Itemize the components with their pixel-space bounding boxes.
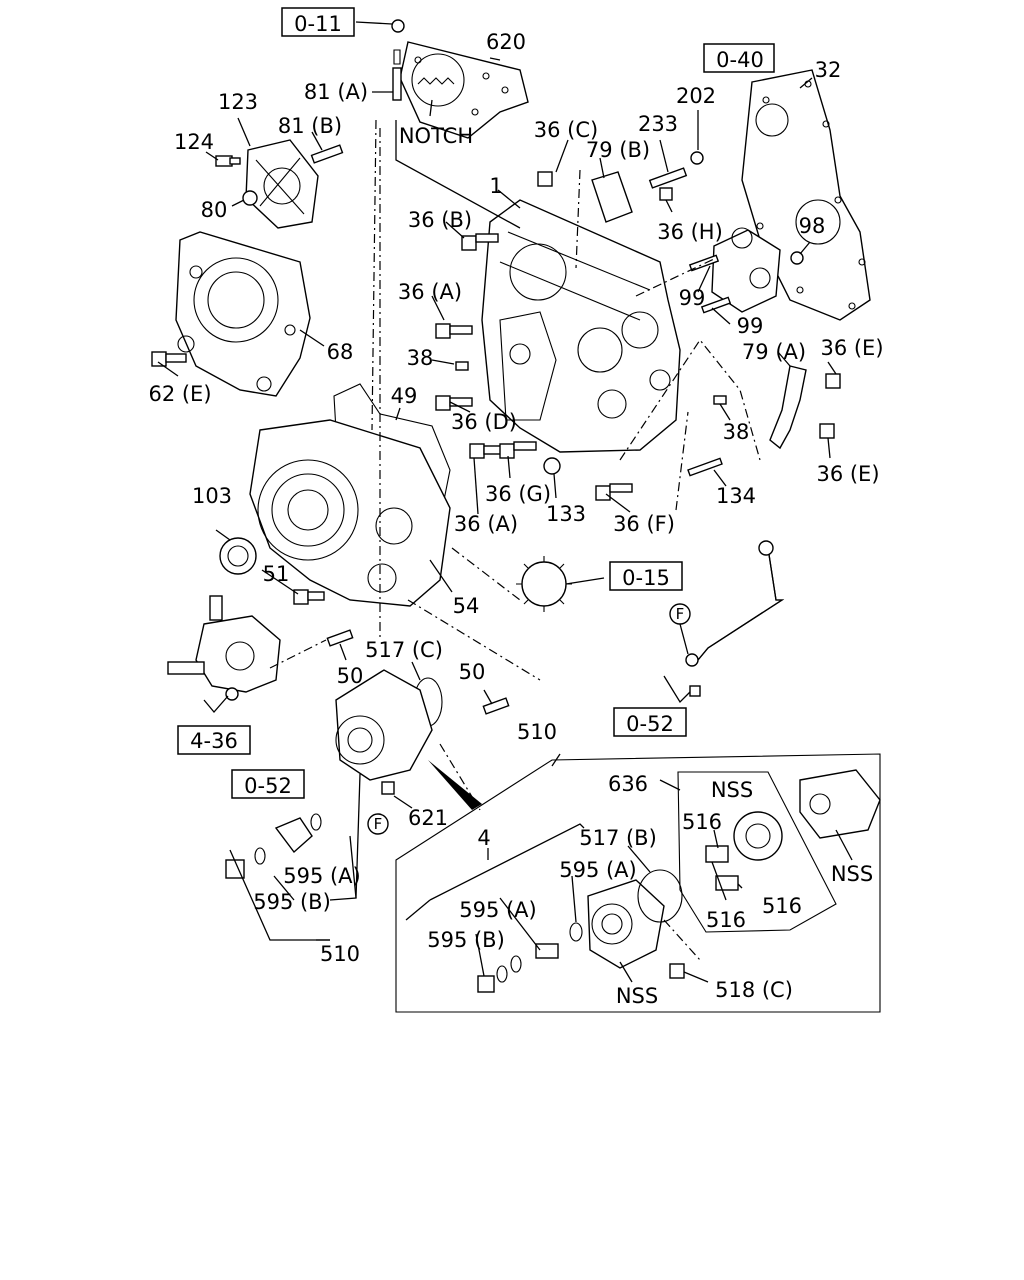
callout-p595b2: 595 (B) <box>427 928 505 952</box>
callout-p49: 49 <box>391 384 418 408</box>
cover-123-drawing <box>245 139 319 229</box>
callout-p124: 124 <box>174 130 214 154</box>
callout-ref-0-40: 0-40 <box>716 48 764 72</box>
callout-p595a2: 595 (A) <box>283 864 361 888</box>
callout-notch: NOTCH <box>399 124 473 148</box>
callout-box-ref-0-15 <box>609 561 683 591</box>
callout-p516c: 516 <box>706 908 746 932</box>
rotor-drawing <box>733 811 783 861</box>
callout-ref-0-52-a: 0-52 <box>244 774 292 798</box>
callout-p36g: 36 (G) <box>485 482 551 506</box>
timing-case-1-drawing <box>481 199 681 453</box>
callout-box-ref-0-11 <box>281 7 355 37</box>
callout-p36e1: 36 (E) <box>820 336 883 360</box>
callout-p123: 123 <box>218 90 258 114</box>
callout-p36b: 36 (B) <box>408 208 472 232</box>
callout-p233: 233 <box>638 112 678 136</box>
callout-p50b: 50 <box>459 660 486 684</box>
callout-p517c: 517 (C) <box>365 638 443 662</box>
callout-p510b: 510 <box>320 942 360 966</box>
callout-p68: 68 <box>327 340 354 364</box>
callout-ref-4-36: 4-36 <box>190 729 238 753</box>
callout-pF1: F <box>676 605 685 623</box>
leader-lines <box>157 21 853 983</box>
power-steering-pump-drawing <box>167 595 281 693</box>
callout-p4: 4 <box>477 826 490 850</box>
callout-pF2: F <box>374 815 383 833</box>
callout-p38b: 38 <box>723 420 750 444</box>
callout-p98: 98 <box>799 214 826 238</box>
callout-p36a2: 36 (A) <box>454 512 518 536</box>
gear-drawing <box>516 556 572 612</box>
assembly-box-636 <box>677 771 837 933</box>
callout-circle-pF1 <box>669 603 691 625</box>
housing-68-drawing <box>175 231 311 397</box>
callout-p62e: 62 (E) <box>148 382 211 406</box>
callout-ref-0-11: 0-11 <box>294 12 342 36</box>
callout-p99a: 99 <box>679 286 706 310</box>
callout-p36a1: 36 (A) <box>398 280 462 304</box>
callout-box-ref-4-36 <box>177 725 251 755</box>
callout-p133: 133 <box>546 502 586 526</box>
callout-p134: 134 <box>716 484 756 508</box>
callout-p1: 1 <box>489 174 502 198</box>
gasket-620-drawing <box>399 41 529 139</box>
callout-ref-0-15: 0-15 <box>622 566 670 590</box>
callout-ref-0-52-b: 0-52 <box>626 712 674 736</box>
callout-p79a: 79 (A) <box>742 340 806 364</box>
callout-p518c: 518 (C) <box>715 978 793 1002</box>
callout-pNSS3: NSS <box>616 984 658 1008</box>
callout-p595a1: 595 (A) <box>559 858 637 882</box>
callout-p516b: 516 <box>762 894 802 918</box>
callout-p36d: 36 (D) <box>451 410 517 434</box>
alignment-lines <box>269 119 761 961</box>
assembly-box-510 <box>395 753 881 1013</box>
vacuum-pump-drawing <box>335 669 433 781</box>
callout-pNSS1: NSS <box>711 778 753 802</box>
callout-p99b: 99 <box>737 314 764 338</box>
callout-circle-pF2 <box>367 813 389 835</box>
callout-p636: 636 <box>608 772 648 796</box>
callout-p621: 621 <box>408 806 448 830</box>
callout-p36e2: 36 (E) <box>816 462 879 486</box>
callout-p32: 32 <box>815 58 842 82</box>
callout-box-ref-0-40 <box>703 43 775 73</box>
callout-p516a: 516 <box>682 810 722 834</box>
callout-p595a3: 595 (A) <box>459 898 537 922</box>
stud-81a-drawing <box>392 67 402 101</box>
callout-p595b1: 595 (B) <box>253 890 331 914</box>
callout-box-ref-0-52-a <box>231 769 305 799</box>
callout-p50a: 50 <box>337 664 364 688</box>
callout-pNSS2: NSS <box>831 862 873 886</box>
callout-p510a: 510 <box>517 720 557 744</box>
callout-p79b: 79 (B) <box>586 138 650 162</box>
callout-p36f: 36 (F) <box>613 512 675 536</box>
callout-p51: 51 <box>263 562 290 586</box>
callout-p81a: 81 (A) <box>304 80 368 104</box>
callout-p54: 54 <box>453 594 480 618</box>
callout-p38a: 38 <box>407 346 434 370</box>
vacuum-pump-nss-drawing <box>587 879 665 969</box>
callout-p80: 80 <box>201 198 228 222</box>
callout-box-ref-0-52-b <box>613 707 687 737</box>
callout-p36c: 36 (C) <box>534 118 598 142</box>
front-cover-drawing <box>249 419 451 607</box>
callout-p103: 103 <box>192 484 232 508</box>
callout-p620: 620 <box>486 30 526 54</box>
cover-nss-drawing <box>799 769 881 839</box>
callout-p81b: 81 (B) <box>278 114 342 138</box>
callout-p517b: 517 (B) <box>579 826 657 850</box>
callout-p202: 202 <box>676 84 716 108</box>
callout-p36h: 36 (H) <box>657 220 723 244</box>
injection-pump-drawing <box>711 227 781 313</box>
